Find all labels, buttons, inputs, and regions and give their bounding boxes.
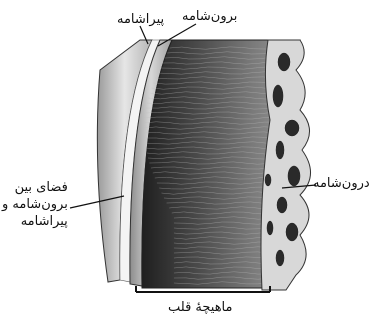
epicardium-label: برون‌شامه [182,8,237,25]
pericardium-label: پیراشامه [117,11,164,28]
pericardial-space-label-line-2: برون‌شامه و [2,196,68,213]
pericardial-space-label-line-1: فضای بین [2,179,68,196]
endocardium-layer [261,40,311,290]
pericardial-space-label: فضای بین برون‌شامه و پیراشامه [2,179,68,230]
myocardium-label: ماهیچهٔ قلب [168,299,232,316]
pericardial-space-label-line-3: پیراشامه [2,213,68,230]
endocardium-label: درون‌شامه [313,175,370,192]
